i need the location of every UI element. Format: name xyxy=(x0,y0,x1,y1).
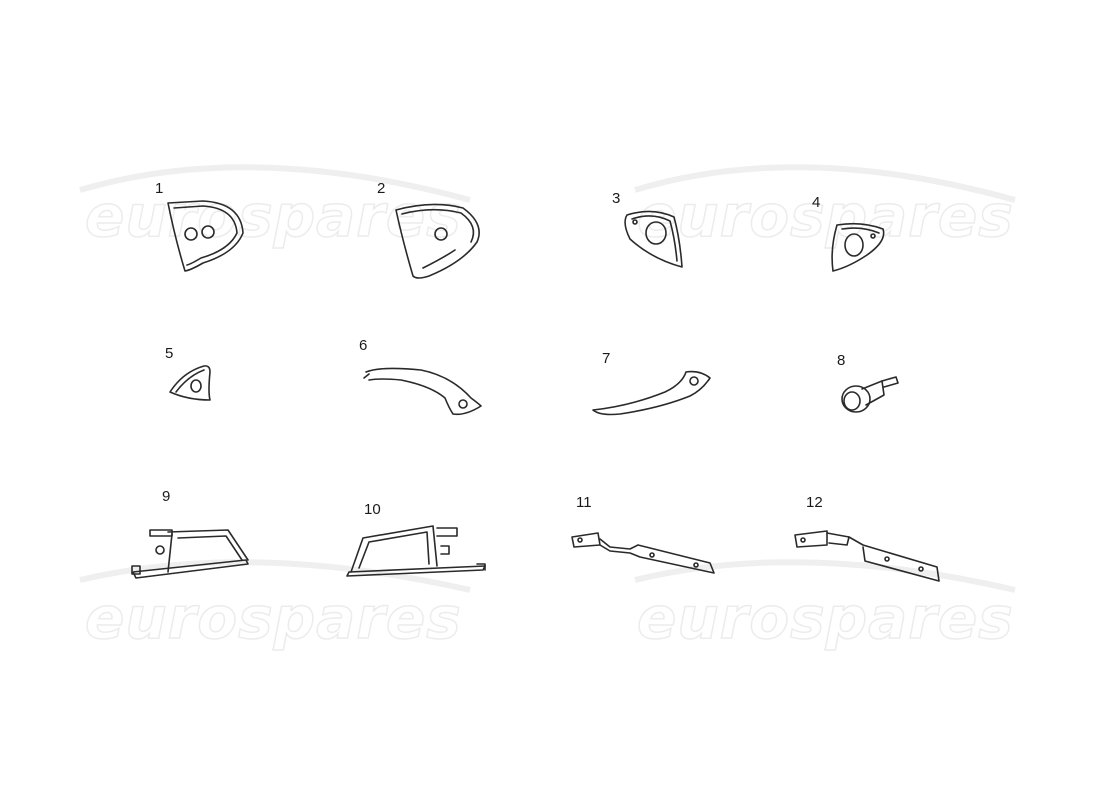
part-3-escutcheon[interactable] xyxy=(622,209,687,271)
part-1-gasket[interactable] xyxy=(163,198,248,273)
part-number-label: 10 xyxy=(364,501,381,518)
watermark-eurospares: eurospares xyxy=(84,583,462,653)
part-2-gasket[interactable] xyxy=(393,202,483,280)
watermark-eurospares: eurospares xyxy=(636,583,1014,653)
watermark-eurospares: eurospares xyxy=(636,181,1014,251)
part-number-label: 2 xyxy=(377,180,386,197)
part-8-lock-cylinder[interactable] xyxy=(838,371,908,416)
part-9-handle-frame[interactable] xyxy=(128,522,253,580)
part-number-label: 6 xyxy=(359,337,368,354)
part-10-handle-frame[interactable] xyxy=(345,518,490,580)
part-number-label: 4 xyxy=(812,194,821,211)
watermark-eurospares: eurospares xyxy=(84,181,462,251)
part-4-escutcheon[interactable] xyxy=(827,219,889,274)
part-number-label: 8 xyxy=(837,352,846,369)
part-number-label: 12 xyxy=(806,494,823,511)
part-number-label: 3 xyxy=(612,190,621,207)
part-number-label: 1 xyxy=(155,180,164,197)
part-5-escutcheon[interactable] xyxy=(168,362,218,402)
part-7-door-handle[interactable] xyxy=(590,366,715,418)
part-11-bracket-bar[interactable] xyxy=(570,527,718,577)
part-number-label: 5 xyxy=(165,345,174,362)
part-number-label: 7 xyxy=(602,350,611,367)
part-12-bracket-bar[interactable] xyxy=(793,525,943,583)
part-number-label: 11 xyxy=(576,494,592,511)
part-number-label: 9 xyxy=(162,488,171,505)
part-6-door-handle[interactable] xyxy=(361,362,486,420)
